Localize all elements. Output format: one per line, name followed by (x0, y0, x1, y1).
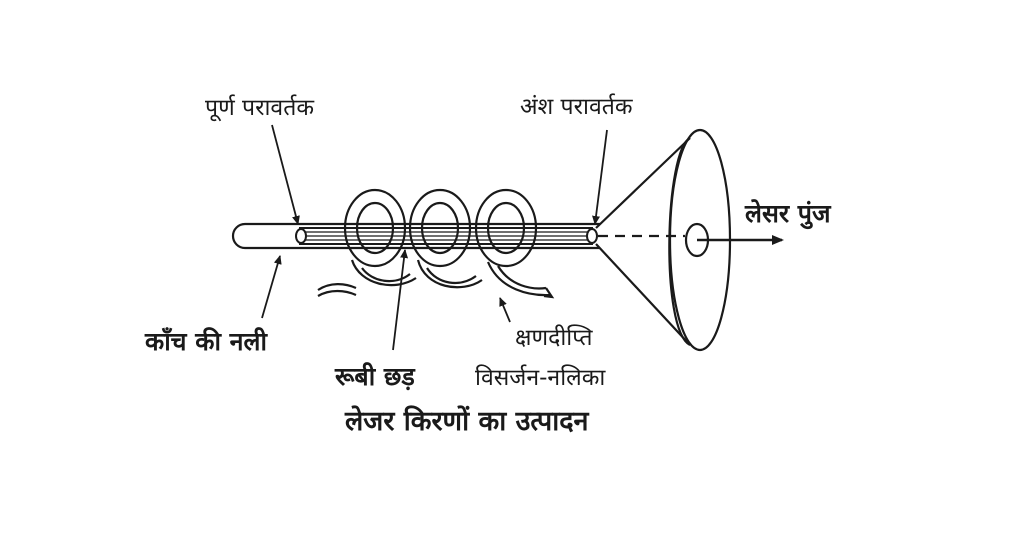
label-partial-reflector: अंश परावर्तक (520, 93, 634, 120)
glass-tube (231, 222, 600, 250)
leader-partial-reflector (592, 129, 608, 225)
label-total-reflector: पूर्ण परावर्तक (205, 94, 315, 122)
total-reflector (295, 228, 307, 244)
partial-reflector (586, 228, 598, 244)
label-flash-tube-line2: विसर्जन-नलिका (475, 364, 606, 391)
label-laser-beam: लेसर पुंज (744, 199, 832, 230)
leader-ruby-rod (392, 249, 409, 351)
leader-glass-tube (261, 255, 282, 319)
ruby-rod (299, 227, 593, 245)
label-flash-tube-line1: क्षणदीप्ति (515, 324, 593, 351)
leader-flash-tube (499, 297, 511, 323)
label-glass-tube: काँच की नली (144, 327, 268, 356)
diagram-caption: लेजर किरणों का उत्पादन (344, 405, 590, 437)
leader-total-reflector (271, 124, 300, 225)
flash-tube-coil (317, 188, 555, 299)
label-ruby-rod: रूबी छड़ (334, 362, 416, 391)
